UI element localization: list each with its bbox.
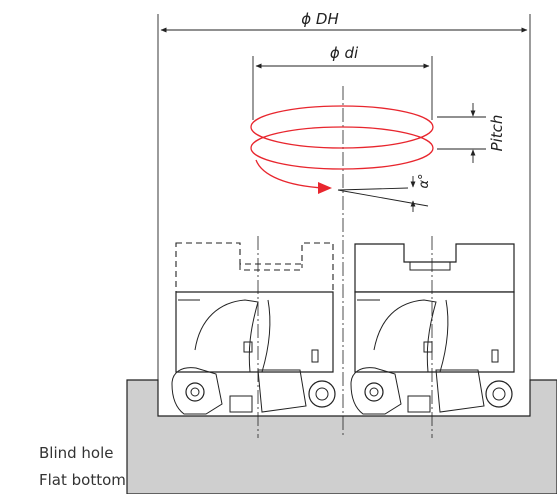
angle-dimension: α° <box>337 173 432 212</box>
workpiece-body <box>126 379 557 494</box>
caption-flat-bottom: Flat bottom <box>39 471 126 489</box>
inner-diameter-dimension: ϕ di <box>252 44 433 120</box>
cutter-right-solid <box>350 243 515 415</box>
caption-blind-hole: Blind hole <box>39 444 114 462</box>
pitch-label: Pitch <box>488 115 506 152</box>
outer-diameter-dimension: ϕ DH <box>157 10 531 416</box>
angle-label: α° <box>417 173 432 188</box>
outer-diameter-label: ϕ DH <box>301 10 339 28</box>
inner-diameter-label: ϕ di <box>330 44 359 62</box>
helix-arrow-icon <box>318 182 332 194</box>
helical-path <box>250 105 434 189</box>
pitch-dimension: Pitch <box>437 103 506 163</box>
cutter-left-dashed <box>171 242 336 415</box>
